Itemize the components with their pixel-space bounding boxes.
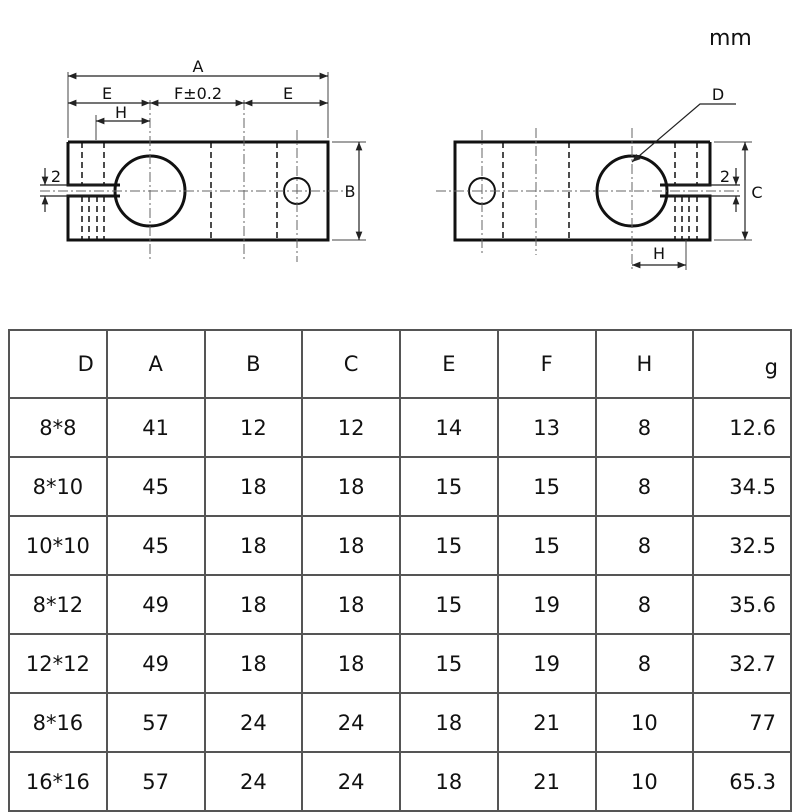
cell-D: 8*8 [8, 397, 108, 458]
cell-A: 57 [105, 751, 206, 812]
cell-E: 15 [399, 633, 499, 694]
cell-g: 77 [692, 692, 792, 753]
cell-H: 8 [594, 397, 695, 458]
cell-H: 8 [594, 633, 695, 694]
cell-F: 15 [496, 515, 597, 576]
cell-B: 24 [203, 751, 304, 812]
cell-E: 15 [399, 515, 499, 576]
cell-B: 18 [203, 515, 304, 576]
header-cell-E: E [399, 329, 499, 399]
cell-B: 18 [203, 456, 304, 517]
cell-E: 18 [399, 751, 499, 812]
cell-D: 8*16 [8, 692, 108, 753]
cell-g: 35.6 [692, 574, 792, 635]
cell-B: 18 [203, 574, 304, 635]
cell-E: 18 [399, 692, 499, 753]
cell-E: 15 [399, 456, 499, 517]
header-cell-C: C [301, 329, 401, 399]
cell-C: 12 [301, 397, 401, 458]
cell-A: 45 [105, 515, 206, 576]
cell-D: 10*10 [8, 515, 108, 576]
unit-label: mm [709, 26, 752, 51]
dim-label-D: D [712, 85, 724, 104]
cell-D: 12*12 [8, 633, 108, 694]
header-cell-D: D [8, 329, 108, 399]
cell-A: 49 [105, 633, 206, 694]
header-cell-A: A [105, 329, 206, 399]
cell-C: 18 [301, 456, 401, 517]
cell-F: 21 [496, 751, 597, 812]
cell-B: 12 [203, 397, 304, 458]
cell-C: 18 [301, 515, 401, 576]
right-view [436, 103, 752, 270]
cell-B: 18 [203, 633, 304, 694]
cell-H: 10 [594, 751, 695, 812]
leader-D [631, 103, 736, 163]
dim-label-E-right: E [283, 84, 293, 103]
cell-C: 18 [301, 633, 401, 694]
cell-E: 15 [399, 574, 499, 635]
dim-label-H-right: H [653, 244, 665, 263]
header-cell-H: H [594, 329, 695, 399]
cell-H: 8 [594, 515, 695, 576]
cell-C: 18 [301, 574, 401, 635]
cell-F: 13 [496, 397, 597, 458]
cell-g: 32.5 [692, 515, 792, 576]
header-cell-B: B [203, 329, 304, 399]
cell-D: 8*12 [8, 574, 108, 635]
cell-F: 19 [496, 633, 597, 694]
left-view [40, 72, 366, 262]
dim-label-2-right: 2 [720, 167, 730, 186]
cell-C: 24 [301, 751, 401, 812]
dim-label-2-left: 2 [51, 167, 61, 186]
cell-F: 21 [496, 692, 597, 753]
cell-g: 32.7 [692, 633, 792, 694]
cell-g: 12.6 [692, 397, 792, 458]
cell-A: 41 [105, 397, 206, 458]
cell-A: 49 [105, 574, 206, 635]
cell-A: 45 [105, 456, 206, 517]
cell-A: 57 [105, 692, 206, 753]
cell-D: 16*16 [8, 751, 108, 812]
cell-g: 65.3 [692, 751, 792, 812]
technical-drawing: A E F±0.2 E H 2 B [40, 57, 763, 270]
cell-C: 24 [301, 692, 401, 753]
cell-H: 8 [594, 574, 695, 635]
cell-E: 14 [399, 397, 499, 458]
header-cell-g: g [692, 329, 792, 399]
dim-label-H-left: H [115, 103, 127, 122]
cell-D: 8*10 [8, 456, 108, 517]
dim-label-F: F±0.2 [174, 84, 222, 103]
dim-label-B: B [345, 182, 356, 201]
cell-B: 24 [203, 692, 304, 753]
cell-H: 8 [594, 456, 695, 517]
dim-label-E-left: E [102, 84, 112, 103]
cell-H: 10 [594, 692, 695, 753]
cell-g: 34.5 [692, 456, 792, 517]
header-cell-F: F [496, 329, 597, 399]
dim-label-C: C [751, 183, 762, 202]
dim-label-A: A [193, 57, 204, 76]
cell-F: 15 [496, 456, 597, 517]
cell-F: 19 [496, 574, 597, 635]
